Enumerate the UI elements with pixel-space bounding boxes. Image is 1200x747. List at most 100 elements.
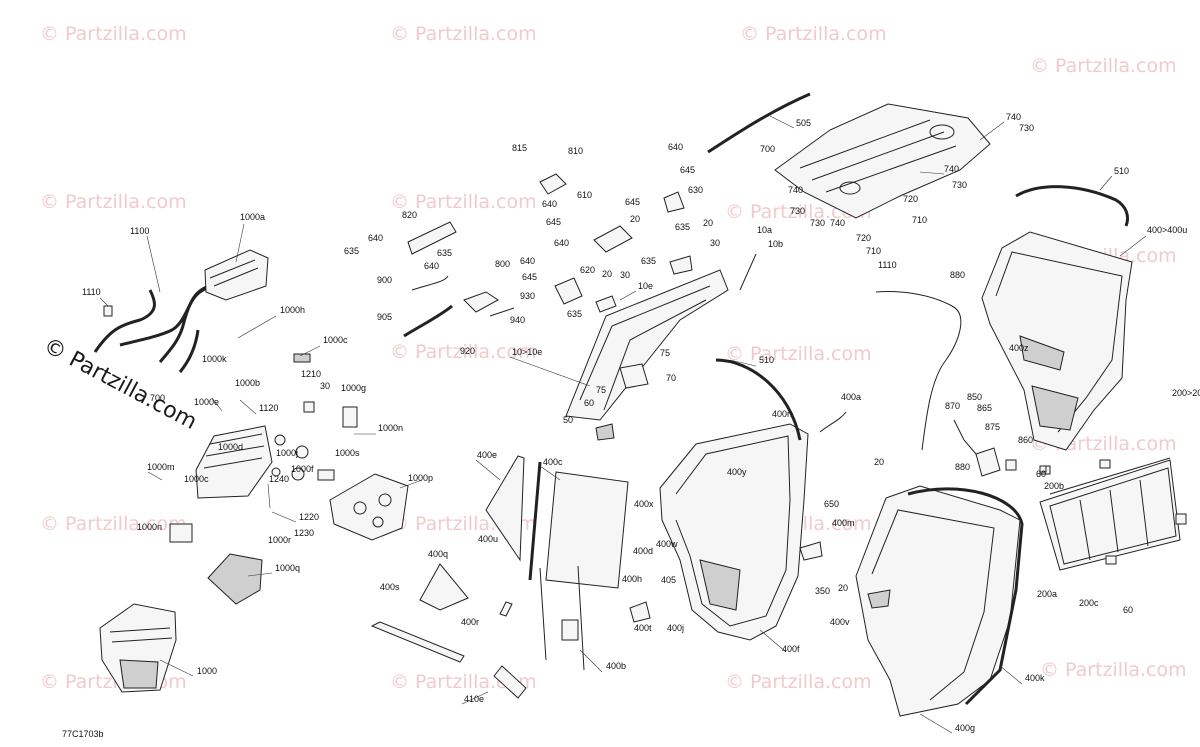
part-callout-label: 10b — [768, 239, 783, 249]
part-callout-label: 20 — [703, 218, 713, 228]
part-callout-label: 30 — [710, 238, 720, 248]
part-callout-label: 400c — [543, 457, 563, 467]
part-callout-label: 1000c — [323, 335, 348, 345]
part-callout-label: 10e — [638, 281, 653, 291]
part-callout-label: 635 — [437, 248, 452, 258]
part-callout-label: 1000j — [276, 448, 298, 458]
part-callout-label: 400d — [633, 546, 653, 556]
part-callout-label: 640 — [542, 199, 557, 209]
part-callout-label: 400x — [634, 499, 654, 509]
part-callout-label: 645 — [546, 217, 561, 227]
part-callout-label: 1000k — [202, 354, 227, 364]
part-callout-label: 865 — [977, 403, 992, 413]
part-callout-label: 1000m — [147, 462, 175, 472]
part-callout-label: 635 — [675, 222, 690, 232]
part-callout-label: 730 — [952, 180, 967, 190]
part-callout-label: 940 — [510, 315, 525, 325]
part-callout-label: 640 — [554, 238, 569, 248]
heater-box-1000 — [99, 603, 177, 693]
part-callout-label: 510 — [1114, 166, 1129, 176]
door-frame-400-left — [629, 358, 847, 641]
part-callout-label: 640 — [668, 142, 683, 152]
part-callout-label: 875 — [985, 422, 1000, 432]
window-200 — [1039, 457, 1187, 571]
part-callout-label: 815 — [512, 143, 527, 153]
part-callout-label: 400n — [772, 409, 792, 419]
leader-lines — [99, 115, 1147, 734]
part-callout-label: 400e — [477, 450, 497, 460]
part-callout-label: 880 — [955, 462, 970, 472]
part-callout-label: 645 — [680, 165, 695, 175]
watermark-text: © Partzilla.com — [740, 23, 887, 45]
part-callout-label: 880 — [950, 270, 965, 280]
part-callout-label: 635 — [567, 309, 582, 319]
part-callout-label: 1000a — [240, 212, 265, 222]
part-callout-label: 10>10e — [512, 347, 542, 357]
part-callout-label: 720 — [903, 194, 918, 204]
part-callout-label: 10a — [757, 225, 772, 235]
part-callout-label: 60 — [1036, 469, 1046, 479]
part-callout-label: 75 — [596, 385, 606, 395]
part-callout-label: 400s — [380, 582, 400, 592]
part-callout-label: 20 — [838, 583, 848, 593]
part-callout-label: 60 — [584, 398, 594, 408]
part-callout-label: 930 — [520, 291, 535, 301]
diagram-code: 77C1703b — [62, 729, 104, 739]
part-callout-label: 70 — [666, 373, 676, 383]
part-callout-label: 50 — [563, 415, 573, 425]
part-callout-label: 400t — [634, 623, 652, 633]
part-callout-label: 710 — [866, 246, 881, 256]
part-callout-label: 730 — [1019, 123, 1034, 133]
part-callout-label: 645 — [625, 197, 640, 207]
air-box-1000a — [204, 249, 269, 301]
watermark-text: © Partzilla.com — [390, 341, 537, 363]
door-panel-400-front — [855, 485, 1024, 717]
part-callout-label: 60 — [1123, 605, 1133, 615]
part-callout-label: 400f — [782, 644, 800, 654]
part-callout-label: 1100 — [130, 226, 149, 236]
part-callout-label: 400q — [428, 549, 448, 559]
part-callout-label: 400v — [830, 617, 850, 627]
part-callout-label: 1000g — [341, 383, 366, 393]
part-callout-label: 400w — [656, 539, 678, 549]
part-callout-label: 860 — [1018, 435, 1033, 445]
watermark-text: © Partzilla.com — [390, 23, 537, 45]
part-callout-label: 1000d — [218, 442, 243, 452]
part-callout-label: 400y — [727, 467, 747, 477]
watermark-text: © Partzilla.com — [40, 513, 187, 535]
part-callout-label: 740 — [788, 185, 803, 195]
part-callout-label: 510 — [759, 355, 774, 365]
part-callout-label: 1210 — [301, 369, 321, 379]
part-callout-label: 905 — [377, 312, 392, 322]
part-callout-label: 635 — [344, 246, 359, 256]
watermark-text: © Partzilla.com — [40, 191, 187, 213]
part-callout-label: 740 — [830, 218, 845, 228]
dash-parts — [403, 173, 757, 338]
part-callout-label: 1000h — [280, 305, 305, 315]
part-callout-label: 400h — [622, 574, 642, 584]
watermark-text: © Partzilla.com — [40, 23, 187, 45]
part-callout-label: 410e — [464, 694, 484, 704]
part-callout-label: 400b — [606, 661, 626, 671]
part-callout-label: 200a — [1037, 589, 1057, 599]
part-callout-label: 740 — [1006, 112, 1021, 122]
part-callout-label: 1110 — [82, 287, 101, 297]
part-callout-label: 1000n — [378, 423, 403, 433]
part-callout-label: 650 — [824, 499, 839, 509]
part-callout-label: 1000r — [268, 535, 291, 545]
defroster-duct-1000p — [329, 473, 409, 541]
part-callout-label: 1110 — [878, 260, 897, 270]
part-callout-label: 1000s — [335, 448, 360, 458]
part-callout-label: 30 — [620, 270, 630, 280]
part-callout-label: 900 — [377, 275, 392, 285]
heater-core-assembly — [169, 353, 358, 543]
part-callout-label: 640 — [520, 256, 535, 266]
part-callout-label: 200b — [1044, 481, 1064, 491]
part-callout-label: 1230 — [294, 528, 314, 538]
part-callout-label: 75 — [660, 348, 670, 358]
part-callout-label: 505 — [796, 118, 811, 128]
part-callout-label: 400z — [1009, 343, 1029, 353]
